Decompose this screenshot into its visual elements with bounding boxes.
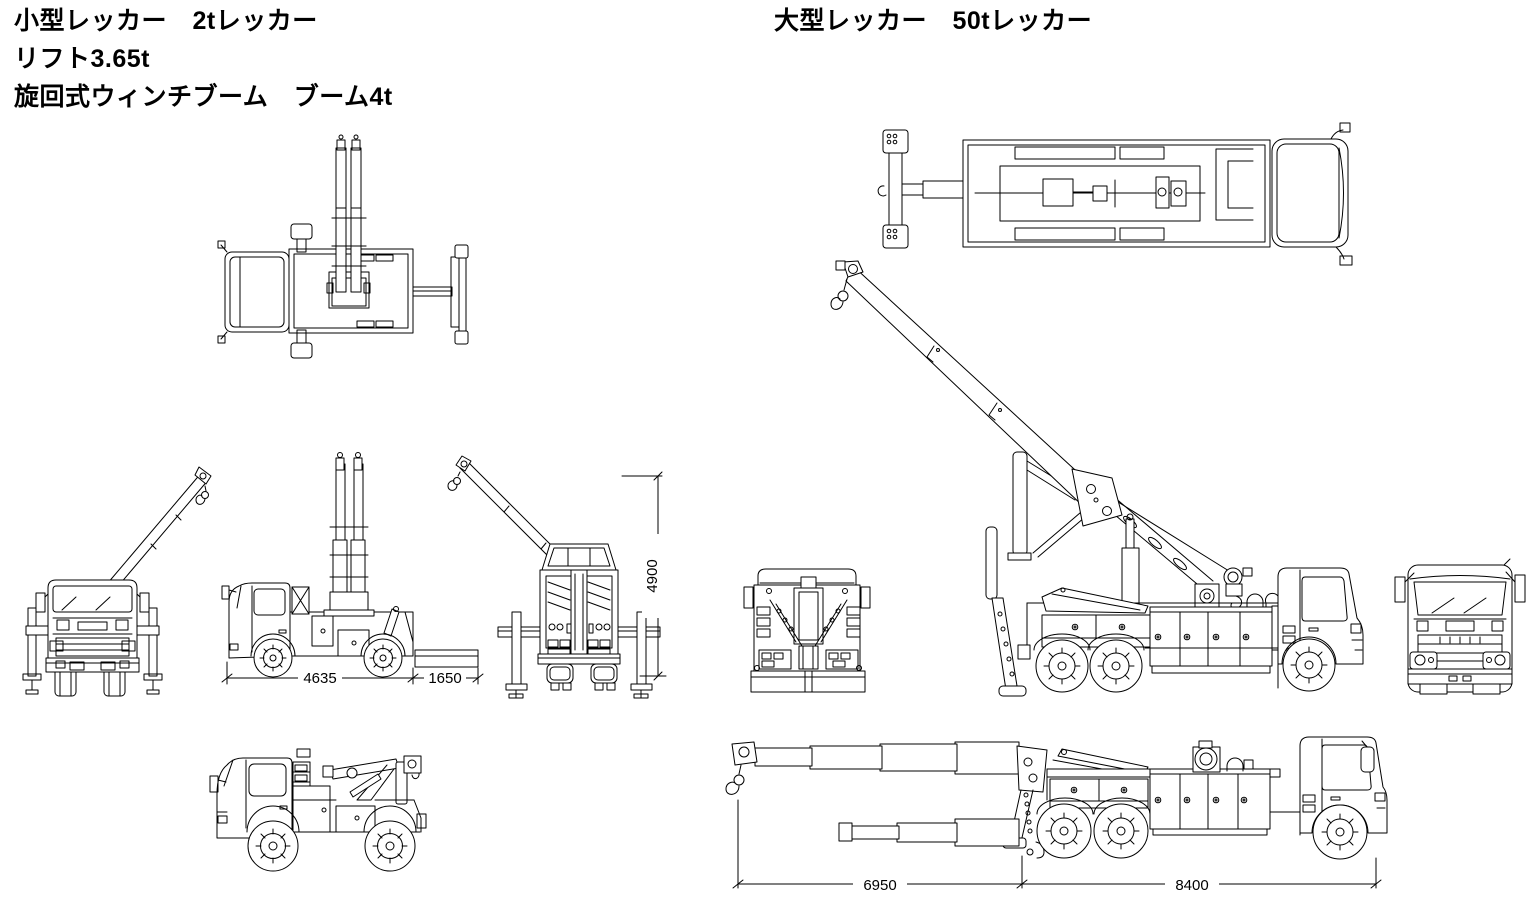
small-wrecker-rear-view: 4900 <box>447 455 667 699</box>
small-wrecker-side-view-boom-up: 4635 1650 <box>221 452 484 687</box>
large-wrecker-rear-view <box>743 568 871 693</box>
dim-body-length-8400: 8400 <box>1175 877 1208 894</box>
large-wrecker-top-view <box>877 122 1353 266</box>
small-wrecker-title-block: 小型レッカー 2tレッカーリフト3.65t 旋回式ウィンチブーム ブーム4t <box>14 2 393 116</box>
large-wrecker-side-view-boom-raised <box>830 260 1364 697</box>
small-wrecker-spec-boom: 旋回式ウィンチブーム ブーム4t <box>14 83 393 111</box>
dim-boom-height-4900: 4900 <box>644 559 661 592</box>
dim-wheelbase-4635: 4635 <box>303 670 336 687</box>
small-wrecker-front-view <box>22 466 212 697</box>
dim-front-overhang-6950: 6950 <box>863 877 896 894</box>
small-wrecker-top-view <box>217 134 469 359</box>
small-wrecker-title: 小型レッカー 2tレッカー <box>14 7 318 35</box>
large-wrecker-side-view-boom-extended: 6950 8400 <box>725 736 1388 894</box>
dim-rear-overhang-1650: 1650 <box>428 670 461 687</box>
large-wrecker-front-view <box>1394 558 1526 695</box>
small-wrecker-spec-lift: リフト3.65t <box>14 45 150 73</box>
large-wrecker-title: 大型レッカー 50tレッカー <box>774 7 1093 35</box>
small-wrecker-side-view-stowed <box>209 748 427 872</box>
